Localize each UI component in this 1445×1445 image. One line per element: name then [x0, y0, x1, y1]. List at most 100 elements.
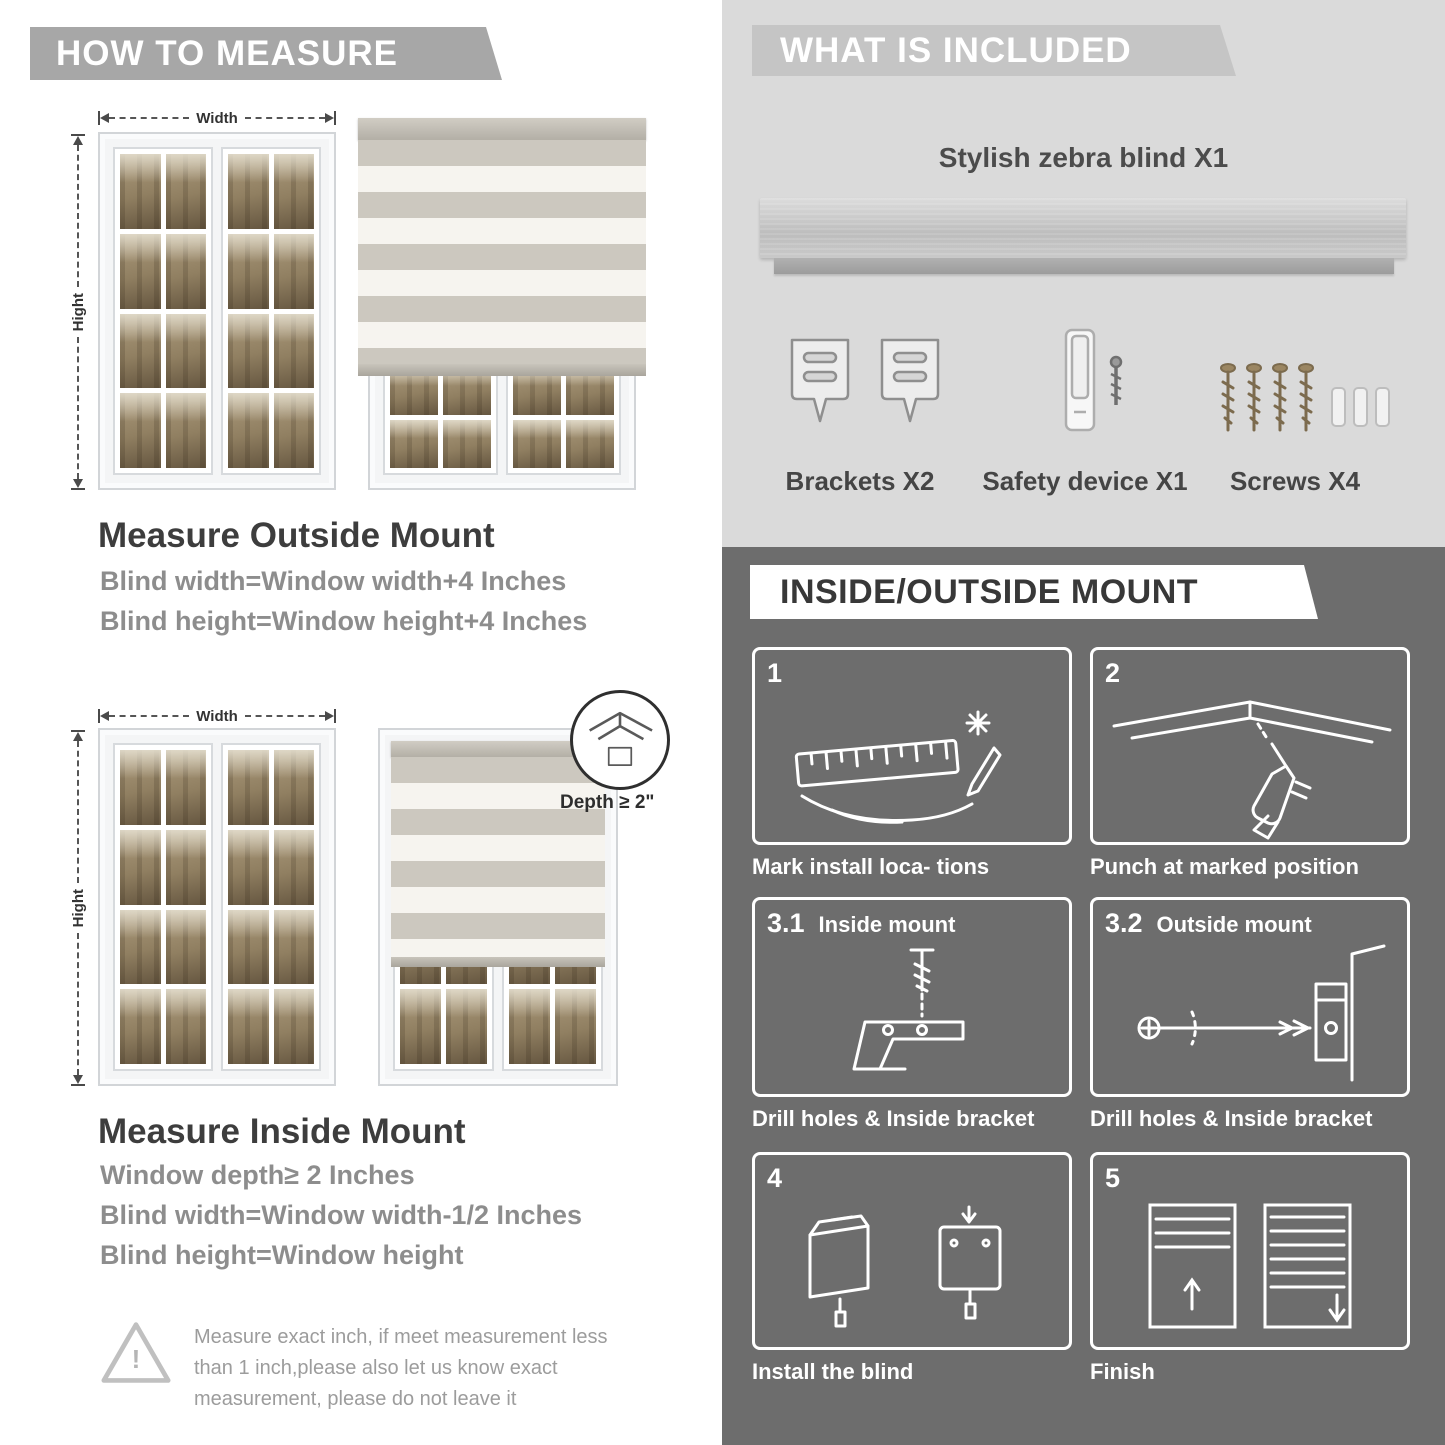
screws-illustration [1214, 358, 1404, 455]
screws-label: Screws X4 [1229, 466, 1361, 496]
step-number: 1 [767, 658, 783, 688]
arrow-head-left-icon [100, 113, 109, 123]
inside-mount-line: Blind height=Window height [100, 1240, 464, 1270]
safety-device-icon [1064, 328, 1123, 432]
window-pane [165, 233, 206, 309]
width-label: Width [196, 707, 238, 725]
height-label: Hight [69, 292, 87, 332]
step-number: 5 [1105, 1163, 1121, 1193]
window-pane [273, 233, 314, 309]
window-corner-detail-icon [589, 711, 653, 766]
safety-device-label: Safety device X1 [982, 466, 1188, 496]
dashed-line [244, 715, 326, 717]
step-3-1-illustration [755, 942, 1069, 1092]
warning-text: Measure exact inch, if meet measurement … [194, 1326, 608, 1410]
window-pane [165, 313, 206, 389]
window-pane [273, 989, 314, 1064]
step-4-illustration [755, 1195, 1069, 1345]
window-sash [221, 147, 321, 475]
arrow-head-up-icon [73, 136, 83, 145]
window-pane [390, 420, 438, 468]
height-measure-arrow: Hight [70, 730, 87, 1087]
step-frame: 4 [752, 1152, 1072, 1350]
step-caption: Punch at marked position [1090, 854, 1359, 879]
step-number: 2 [1105, 658, 1121, 688]
window-sash [221, 743, 321, 1071]
what-is-included-banner-label: WHAT IS INCLUDED [780, 30, 1132, 70]
window-pane [228, 233, 269, 309]
step-number: 3.2 [1105, 908, 1143, 938]
step-title: Outside mount [1156, 912, 1312, 937]
window-pane [120, 750, 161, 825]
step-caption: Finish [1090, 1359, 1155, 1384]
window-pane [120, 909, 161, 985]
window-pane [228, 393, 269, 468]
brackets-illustration [784, 330, 946, 434]
inside-mount-line: Blind width=Window width-1/2 Inches [100, 1200, 583, 1230]
blind-item-label: Stylish zebra blind X1 [938, 142, 1229, 173]
arrow-head-up-icon [73, 732, 83, 741]
blind-bottom-rail [358, 364, 646, 376]
width-measure-arrow: Width [98, 109, 337, 127]
arrow-tick [71, 1084, 85, 1087]
zebra-blind-valance-illustration [774, 258, 1394, 274]
bracket-icon [790, 338, 850, 423]
right-column: WHAT IS INCLUDED Stylish zebra blind X1 [722, 0, 1445, 1445]
width-label: Width [196, 109, 238, 127]
window-pane [228, 829, 269, 905]
arrow-tick [98, 709, 100, 723]
window-pane [165, 989, 206, 1064]
window-pane [509, 989, 550, 1064]
depth-detail-circle [570, 690, 670, 790]
blind-cassette [358, 118, 646, 140]
window-pane [120, 313, 161, 389]
mount-step-4: 4 [752, 1152, 1072, 1385]
window-illustration [98, 728, 336, 1086]
window-pane [555, 989, 596, 1064]
arrow-tick [98, 111, 100, 125]
what-is-included-section: WHAT IS INCLUDED Stylish zebra blind X1 [722, 0, 1445, 547]
window-pane [120, 154, 161, 229]
window-pane [165, 829, 206, 905]
step-2-illustration [1093, 690, 1407, 840]
window-pane [120, 233, 161, 309]
step-frame: 1 [752, 647, 1072, 845]
step-1-illustration [755, 690, 1069, 840]
zebra-blind-fabric [358, 140, 646, 364]
mount-step-5: 5 F [1090, 1152, 1410, 1385]
window-pane [120, 989, 161, 1064]
window-pane [120, 393, 161, 468]
window-pane [228, 909, 269, 985]
zebra-blind-fabric [391, 757, 605, 957]
mount-step-1: 1 [752, 647, 1072, 880]
step-caption: Drill holes & Inside bracket [752, 1106, 1035, 1131]
step-3-2-illustration [1093, 942, 1407, 1092]
step-number: 4 [767, 1163, 783, 1193]
arrow-head-right-icon [325, 113, 335, 123]
width-measure-arrow: Width [98, 707, 337, 725]
inside-mount-line: Window depth≥ 2 Inches [100, 1160, 415, 1190]
safety-device-illustration [1052, 326, 1142, 445]
warning-exclamation: ! [131, 1344, 141, 1374]
window-pane [165, 750, 206, 825]
blind-cassette [391, 741, 605, 757]
window-pane [228, 154, 269, 229]
arrow-tick [334, 709, 337, 723]
bracket-icon [880, 338, 940, 423]
step-caption: Install the blind [752, 1359, 914, 1384]
screws-icon [1220, 363, 1390, 432]
window-pane [120, 829, 161, 905]
step-number: 3.1 [767, 908, 805, 938]
inside-outside-mount-section: INSIDE/OUTSIDE MOUNT 1 [722, 547, 1445, 1445]
window-pane [228, 313, 269, 389]
window-pane [165, 909, 206, 985]
window-pane [228, 989, 269, 1064]
arrow-tick [71, 134, 85, 136]
arrow-tick [71, 730, 85, 732]
how-to-measure-section: HOW TO MEASURE Width Hight [0, 0, 722, 1445]
arrow-head-right-icon [325, 711, 335, 721]
window-pane [273, 909, 314, 985]
dashed-line [77, 337, 79, 480]
